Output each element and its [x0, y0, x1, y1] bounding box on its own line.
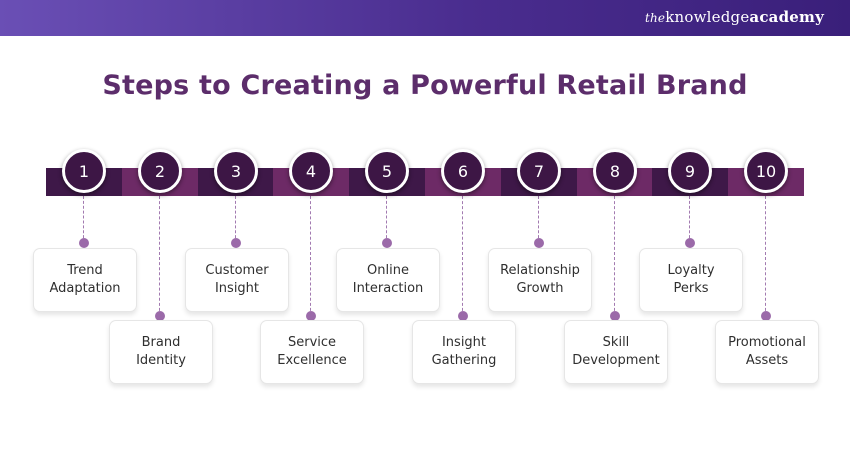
- connector-line: [386, 196, 387, 243]
- connector-line: [462, 196, 463, 316]
- step-card: Loyalty Perks: [639, 248, 743, 312]
- step-marker: 7: [517, 149, 561, 193]
- step-label: Trend Adaptation: [49, 263, 121, 296]
- connector-dot: [231, 238, 241, 248]
- step-card: Promotional Assets: [715, 320, 819, 384]
- step-label: Skill Development: [572, 335, 660, 368]
- connector-dot: [382, 238, 392, 248]
- connector-line: [689, 196, 690, 243]
- step-marker: 8: [593, 149, 637, 193]
- connector-line: [83, 196, 84, 243]
- step-number: 2: [138, 149, 182, 193]
- step-label: Online Interaction: [352, 263, 424, 296]
- connector-dot: [306, 311, 316, 321]
- step-label: Brand Identity: [136, 335, 186, 368]
- step-number: 7: [517, 149, 561, 193]
- step-marker: 1: [62, 149, 106, 193]
- step-card: Trend Adaptation: [33, 248, 137, 312]
- connector-line: [538, 196, 539, 243]
- page-title: Steps to Creating a Powerful Retail Bran…: [102, 70, 748, 101]
- step-number: 8: [593, 149, 637, 193]
- step-label: Promotional Assets: [728, 335, 806, 368]
- connector-line: [614, 196, 615, 316]
- connector-line: [310, 196, 311, 316]
- step-number: 6: [441, 149, 485, 193]
- connector-dot: [534, 238, 544, 248]
- step-label: Customer Insight: [205, 263, 269, 296]
- step-card: Skill Development: [564, 320, 668, 384]
- step-card: Relationship Growth: [488, 248, 592, 312]
- step-marker: 5: [365, 149, 409, 193]
- step-marker: 4: [289, 149, 333, 193]
- step-label: Service Excellence: [277, 335, 347, 368]
- connector-dot: [685, 238, 695, 248]
- connector-dot: [458, 311, 468, 321]
- connector-dot: [610, 311, 620, 321]
- step-marker: 3: [214, 149, 258, 193]
- connector-dot: [155, 311, 165, 321]
- connector-line: [235, 196, 236, 243]
- brand-logo-the: the: [644, 11, 666, 25]
- step-card: Customer Insight: [185, 248, 289, 312]
- step-label: Relationship Growth: [500, 263, 580, 296]
- step-number: 1: [62, 149, 106, 193]
- step-number: 9: [668, 149, 712, 193]
- brand-logo: theknowledgeacademy: [645, 8, 824, 26]
- connector-line: [765, 196, 766, 316]
- step-number: 10: [744, 149, 788, 193]
- connector-dot: [79, 238, 89, 248]
- step-card: Online Interaction: [336, 248, 440, 312]
- step-card: Brand Identity: [109, 320, 213, 384]
- step-label: Loyalty Perks: [667, 263, 715, 296]
- step-label: Insight Gathering: [431, 335, 497, 368]
- step-marker: 9: [668, 149, 712, 193]
- step-card: Service Excellence: [260, 320, 364, 384]
- step-marker: 6: [441, 149, 485, 193]
- brand-logo-knowledge: knowledge: [665, 8, 750, 26]
- connector-line: [159, 196, 160, 316]
- step-number: 3: [214, 149, 258, 193]
- header-bar: theknowledgeacademy: [0, 0, 850, 36]
- step-marker: 2: [138, 149, 182, 193]
- step-card: Insight Gathering: [412, 320, 516, 384]
- brand-logo-academy: academy: [749, 8, 824, 26]
- connector-dot: [761, 311, 771, 321]
- step-number: 4: [289, 149, 333, 193]
- step-number: 5: [365, 149, 409, 193]
- step-marker: 10: [744, 149, 788, 193]
